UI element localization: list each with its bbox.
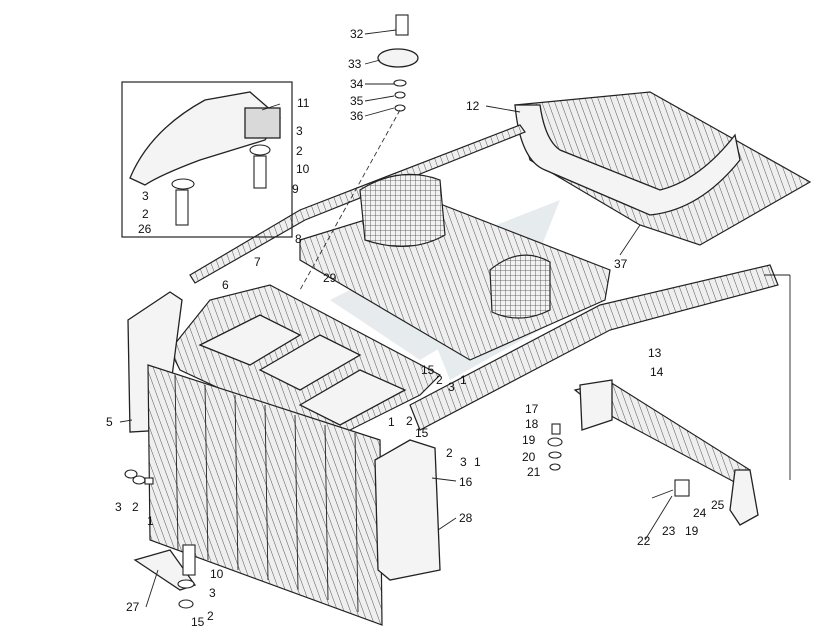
callout-1-d: 1: [147, 514, 154, 528]
callout-10-inset: 10: [296, 162, 310, 176]
callout-8: 8: [295, 232, 302, 246]
callout-3-e: 3: [209, 586, 216, 600]
callout-13: 13: [648, 346, 662, 360]
right-side-panel: [374, 439, 441, 581]
callout-36: 36: [350, 109, 364, 123]
callout-27: 27: [126, 600, 140, 614]
callout-15-c: 15: [191, 615, 205, 629]
callout-19-b: 19: [685, 524, 699, 538]
callout-15-b: 15: [415, 426, 429, 440]
callout-18: 18: [525, 417, 539, 431]
callout-3-c: 3: [460, 455, 467, 469]
callout-labels: 32 33 34 35 36 12 11 3 2 10 3 2 26 9 8 7…: [106, 27, 725, 629]
callout-2-a: 2: [436, 373, 443, 387]
tailgate-panel: [147, 364, 383, 626]
callout-21: 21: [527, 465, 541, 479]
callout-29: 29: [323, 271, 337, 285]
callout-2-c: 2: [446, 446, 453, 460]
callout-25: 25: [711, 498, 725, 512]
callout-12: 12: [466, 99, 480, 113]
callout-37: 37: [614, 257, 628, 271]
hardware-set-right: [547, 423, 690, 499]
callout-24: 24: [693, 506, 707, 520]
tailgate-ribs: [174, 374, 359, 613]
side-beam-13: [409, 264, 779, 431]
callout-14: 14: [650, 365, 664, 379]
fastener-stack-top: [299, 14, 419, 291]
callout-32: 32: [350, 27, 364, 41]
callout-11: 11: [297, 96, 310, 110]
callout-3-d: 3: [115, 500, 122, 514]
callout-2-inset-a: 2: [296, 144, 303, 158]
callout-2-e: 2: [207, 609, 214, 623]
rear-canopy-shell: [514, 91, 812, 246]
callout-16: 16: [459, 475, 473, 489]
callout-19-a: 19: [522, 433, 536, 447]
main-floor-panel: [169, 284, 441, 441]
leader-lines: [119, 29, 791, 608]
callout-22: 22: [637, 534, 651, 548]
callout-23: 23: [662, 524, 676, 538]
side-rail-12: [189, 124, 526, 284]
callout-1-a: 1: [460, 373, 467, 387]
callout-26: 26: [138, 222, 152, 236]
callout-1-c: 1: [474, 455, 481, 469]
front-floor-panel: [299, 173, 611, 361]
callout-33: 33: [348, 57, 362, 71]
callout-15-a: 15: [421, 363, 435, 377]
callout-5: 5: [106, 415, 113, 429]
callout-2-inset-b: 2: [142, 207, 149, 221]
inset-detail-box: [121, 81, 293, 238]
callout-1-b: 1: [388, 415, 395, 429]
callout-3-inset-b: 3: [142, 189, 149, 203]
bottom-bracket-27: [133, 544, 197, 609]
callout-34: 34: [350, 77, 364, 91]
callout-3-a: 3: [448, 380, 455, 394]
callout-35: 35: [350, 94, 364, 108]
callout-7: 7: [254, 255, 261, 269]
hardware-set-left: [124, 469, 154, 485]
callout-9: 9: [292, 182, 299, 196]
callout-2-b: 2: [406, 414, 413, 428]
callout-28: 28: [459, 511, 473, 525]
callout-2-d: 2: [132, 500, 139, 514]
rear-crossbar: [573, 379, 759, 526]
callout-17: 17: [525, 402, 539, 416]
callout-10-b: 10: [210, 567, 224, 581]
callout-6: 6: [222, 278, 229, 292]
callout-3-inset-a: 3: [296, 124, 303, 138]
callout-20: 20: [522, 450, 536, 464]
